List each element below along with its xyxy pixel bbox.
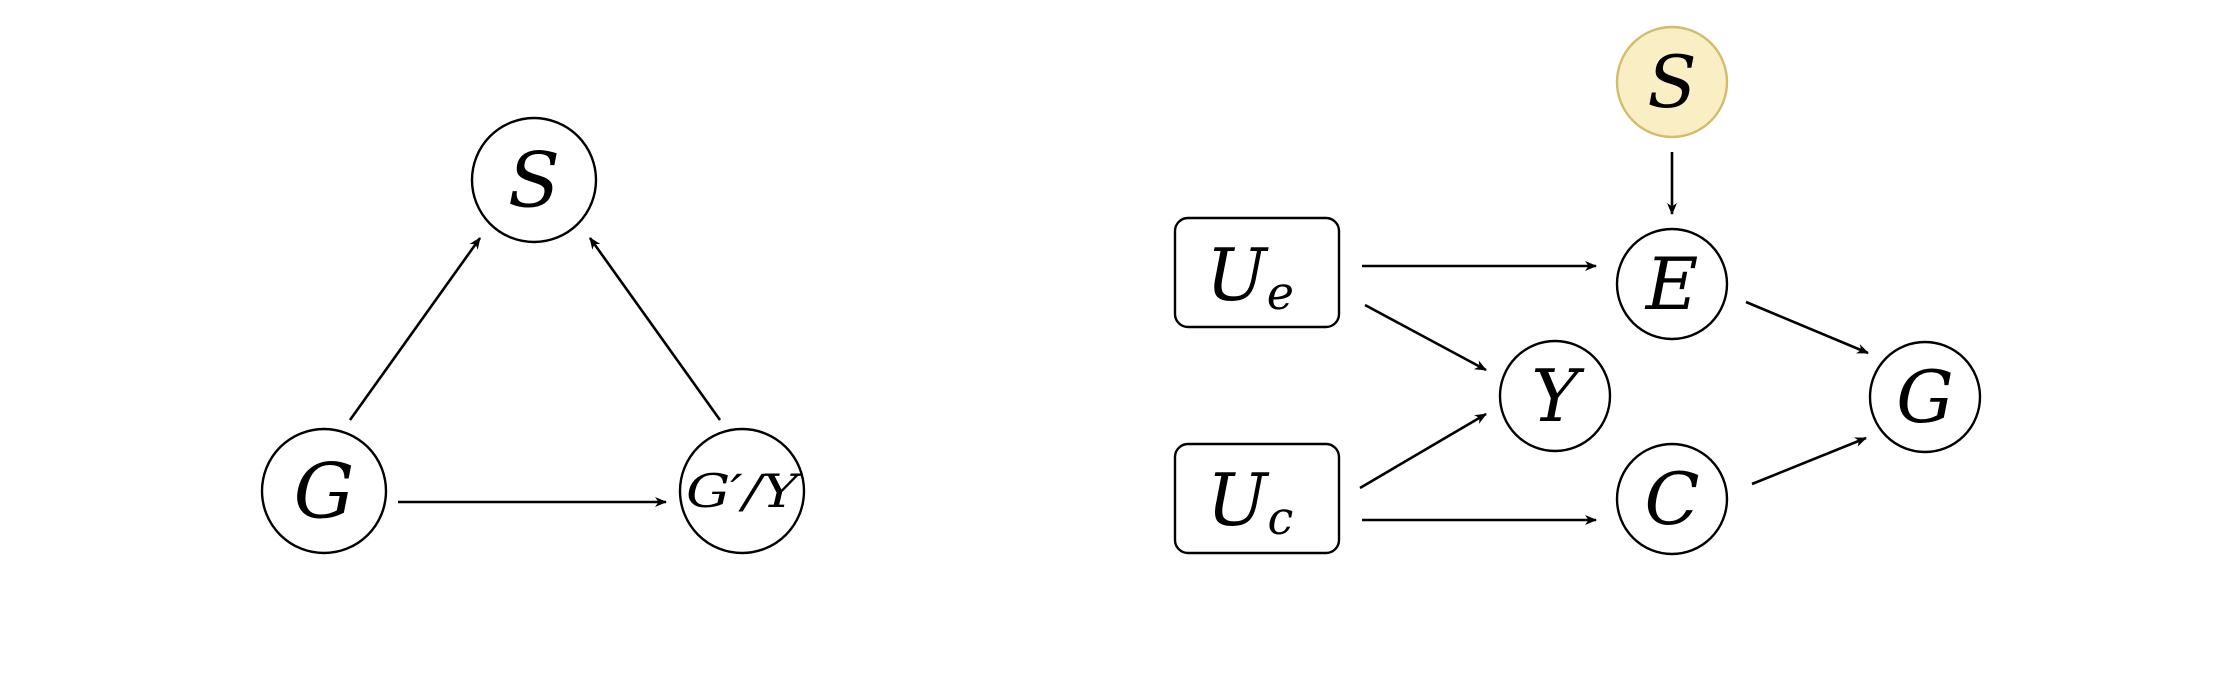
right-node-c-label: C xyxy=(1644,457,1699,541)
right-node-s-label: S xyxy=(1647,40,1696,124)
right-node-uc: Uc xyxy=(1173,442,1341,555)
edge-g-to-s xyxy=(348,237,482,421)
right-node-c: C xyxy=(1615,442,1729,556)
right-node-g-label: G xyxy=(1896,355,1954,439)
right-node-uc-label: Uc xyxy=(1207,458,1293,545)
right-node-ue-label: Ue xyxy=(1206,233,1294,320)
right-node-ue-subscript: e xyxy=(1267,266,1294,320)
edge-uc-to-y xyxy=(1359,412,1487,490)
right-node-s: S xyxy=(1615,25,1729,139)
left-node-g: G xyxy=(260,427,388,555)
right-node-uc-subscript: c xyxy=(1267,491,1293,545)
right-node-e: E xyxy=(1615,227,1729,341)
left-node-s: S xyxy=(470,116,598,244)
right-node-ue: Ue xyxy=(1173,216,1341,329)
edge-ue-to-y xyxy=(1364,303,1487,372)
right-node-y: Y xyxy=(1498,339,1612,453)
right-diagram: S Ue Uc E Y C G xyxy=(1173,25,1982,556)
edge-gy-to-s xyxy=(588,237,722,421)
edge-c-to-g xyxy=(1751,436,1867,486)
right-node-uc-main: U xyxy=(1207,458,1270,542)
left-diagram: S G G′/Y xyxy=(260,116,806,555)
right-node-y-label: Y xyxy=(1531,354,1585,438)
left-node-gy-label: G′/Y xyxy=(686,464,804,518)
right-node-g: G xyxy=(1868,340,1982,454)
right-node-ue-main: U xyxy=(1206,233,1269,317)
left-node-s-label: S xyxy=(508,136,560,225)
left-node-gy: G′/Y xyxy=(678,427,806,555)
right-node-e-label: E xyxy=(1644,242,1699,326)
left-node-g-label: G xyxy=(294,447,355,536)
edge-e-to-g xyxy=(1745,300,1869,355)
